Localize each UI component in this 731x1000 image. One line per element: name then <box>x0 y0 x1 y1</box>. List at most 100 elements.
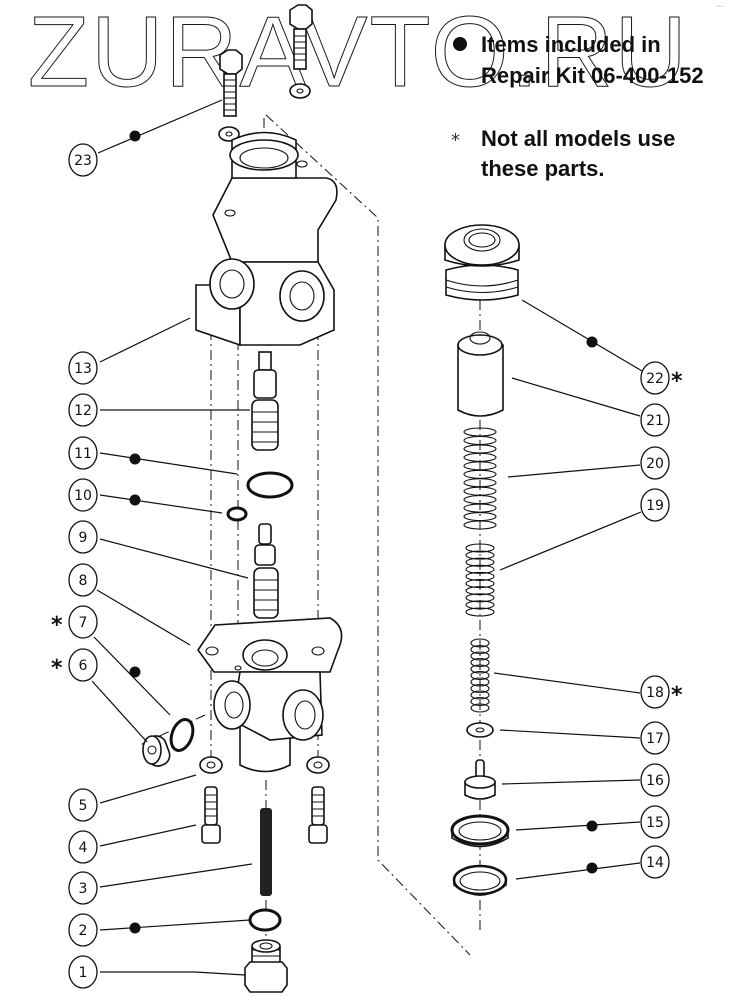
part-14-ring <box>452 864 508 896</box>
leader-line-17 <box>499 729 641 739</box>
callout-16: 16 <box>640 763 670 797</box>
leader-line-13 <box>99 317 191 363</box>
callout-number: 18 <box>646 685 664 701</box>
leader-line-16 <box>501 779 641 785</box>
callout-number: 8 <box>79 573 88 589</box>
callout-number: 17 <box>646 731 664 747</box>
callout-22: 22 * <box>640 361 683 395</box>
callout-circle <box>68 563 98 597</box>
leader-line-10 <box>99 494 223 514</box>
callout-number: 3 <box>79 881 88 897</box>
leader-line-4 <box>99 824 197 847</box>
part-15-seal <box>450 814 510 848</box>
callout-circle <box>640 763 670 797</box>
leader-line-5 <box>99 774 197 804</box>
callout-7: 7* <box>51 605 98 639</box>
callout-circle <box>68 830 98 864</box>
callout-11: 11 <box>68 436 98 470</box>
part-8-lower-body <box>197 617 343 773</box>
leader-line-14 <box>515 862 641 880</box>
callout-circle <box>640 403 670 437</box>
callout-number: 21 <box>646 413 664 429</box>
callouts: 123456*7*89101112131415161718*19202122*2… <box>51 143 683 989</box>
legend-note-line1: Not all models use <box>481 126 675 151</box>
callout-9: 9 <box>68 520 98 554</box>
leader-line-11 <box>99 452 238 475</box>
part-20-spring <box>463 427 497 530</box>
callout-number: 2 <box>79 923 88 939</box>
callout-18: 18 * <box>640 675 683 709</box>
legend-note-line2: these parts. <box>481 156 605 181</box>
leader-line-23 <box>97 99 223 154</box>
part-2-o-ring <box>248 908 282 932</box>
callout-circle <box>640 488 670 522</box>
leader-lines <box>91 99 643 976</box>
callout-3: 3 <box>68 871 98 905</box>
callout-number: 20 <box>646 456 664 472</box>
part-3-spring <box>260 808 272 896</box>
callout-5: 5 <box>68 788 98 822</box>
callout-number: 4 <box>79 840 88 856</box>
legend-kit-line2: Repair Kit 06-400-152 <box>481 63 704 88</box>
callout-8: 8 <box>68 563 98 597</box>
callout-number: 22 <box>646 371 664 387</box>
callout-2: 2 <box>68 913 98 947</box>
callout-circle <box>640 845 670 879</box>
callout-number: 23 <box>74 153 92 169</box>
part-1-plug <box>244 939 288 993</box>
callout-circle <box>68 393 98 427</box>
callout-number: 10 <box>74 488 92 504</box>
callout-circle <box>68 913 98 947</box>
leader-line-6 <box>91 680 148 743</box>
legend-kit-line1: Items included in <box>481 32 661 57</box>
callout-number: 13 <box>74 361 92 377</box>
legend: Items included in Repair Kit 06-400-152 … <box>451 32 704 181</box>
not-all-models-asterisk-icon: * <box>671 369 683 394</box>
callout-10: 10 <box>68 478 98 512</box>
callout-circle <box>640 675 670 709</box>
kit-bullet-icon <box>129 922 141 934</box>
kit-bullet-icon <box>586 820 598 832</box>
callout-circle <box>68 871 98 905</box>
callout-4: 4 <box>68 830 98 864</box>
part-19-spring <box>465 543 495 617</box>
kit-bullet-icon <box>129 666 141 678</box>
callout-17: 17 <box>640 721 670 755</box>
part-18-spring <box>470 638 490 713</box>
part-22-cap <box>444 224 520 301</box>
leader-line-1 <box>100 971 246 976</box>
callout-6: 6* <box>51 648 98 682</box>
callout-number: 11 <box>74 446 92 462</box>
callout-number: 9 <box>79 530 88 546</box>
part-5-washer <box>199 756 223 774</box>
callout-number: 15 <box>646 815 664 831</box>
not-all-models-asterisk-icon: * <box>671 683 683 708</box>
callout-number: 5 <box>79 798 88 814</box>
part-21-piston <box>457 331 504 417</box>
part-17-washer <box>466 722 494 738</box>
kit-bullet-icon <box>586 336 598 348</box>
callout-circle <box>68 955 98 989</box>
leader-line-18 <box>493 672 641 694</box>
leader-line-21 <box>511 377 641 417</box>
callout-circle <box>68 520 98 554</box>
part-7-o-ring <box>169 718 195 752</box>
part-23-bolts <box>218 4 313 142</box>
kit-bullet-icon <box>129 453 141 465</box>
callout-21: 21 <box>640 403 670 437</box>
part-6-plug <box>142 735 171 767</box>
part-10-o-ring <box>226 506 248 522</box>
part-11-o-ring <box>246 471 294 499</box>
part-12-spool <box>251 351 279 451</box>
kit-bullet-icon <box>586 862 598 874</box>
leader-line-20 <box>507 464 641 478</box>
callout-circle <box>68 143 98 177</box>
not-all-models-asterisk-icon: * <box>51 656 63 681</box>
callout-circle <box>68 788 98 822</box>
leader-line-8 <box>96 589 191 646</box>
callout-14: 14 <box>640 845 670 879</box>
leader-line-19 <box>499 511 642 571</box>
kit-bullet-icon <box>129 494 141 506</box>
